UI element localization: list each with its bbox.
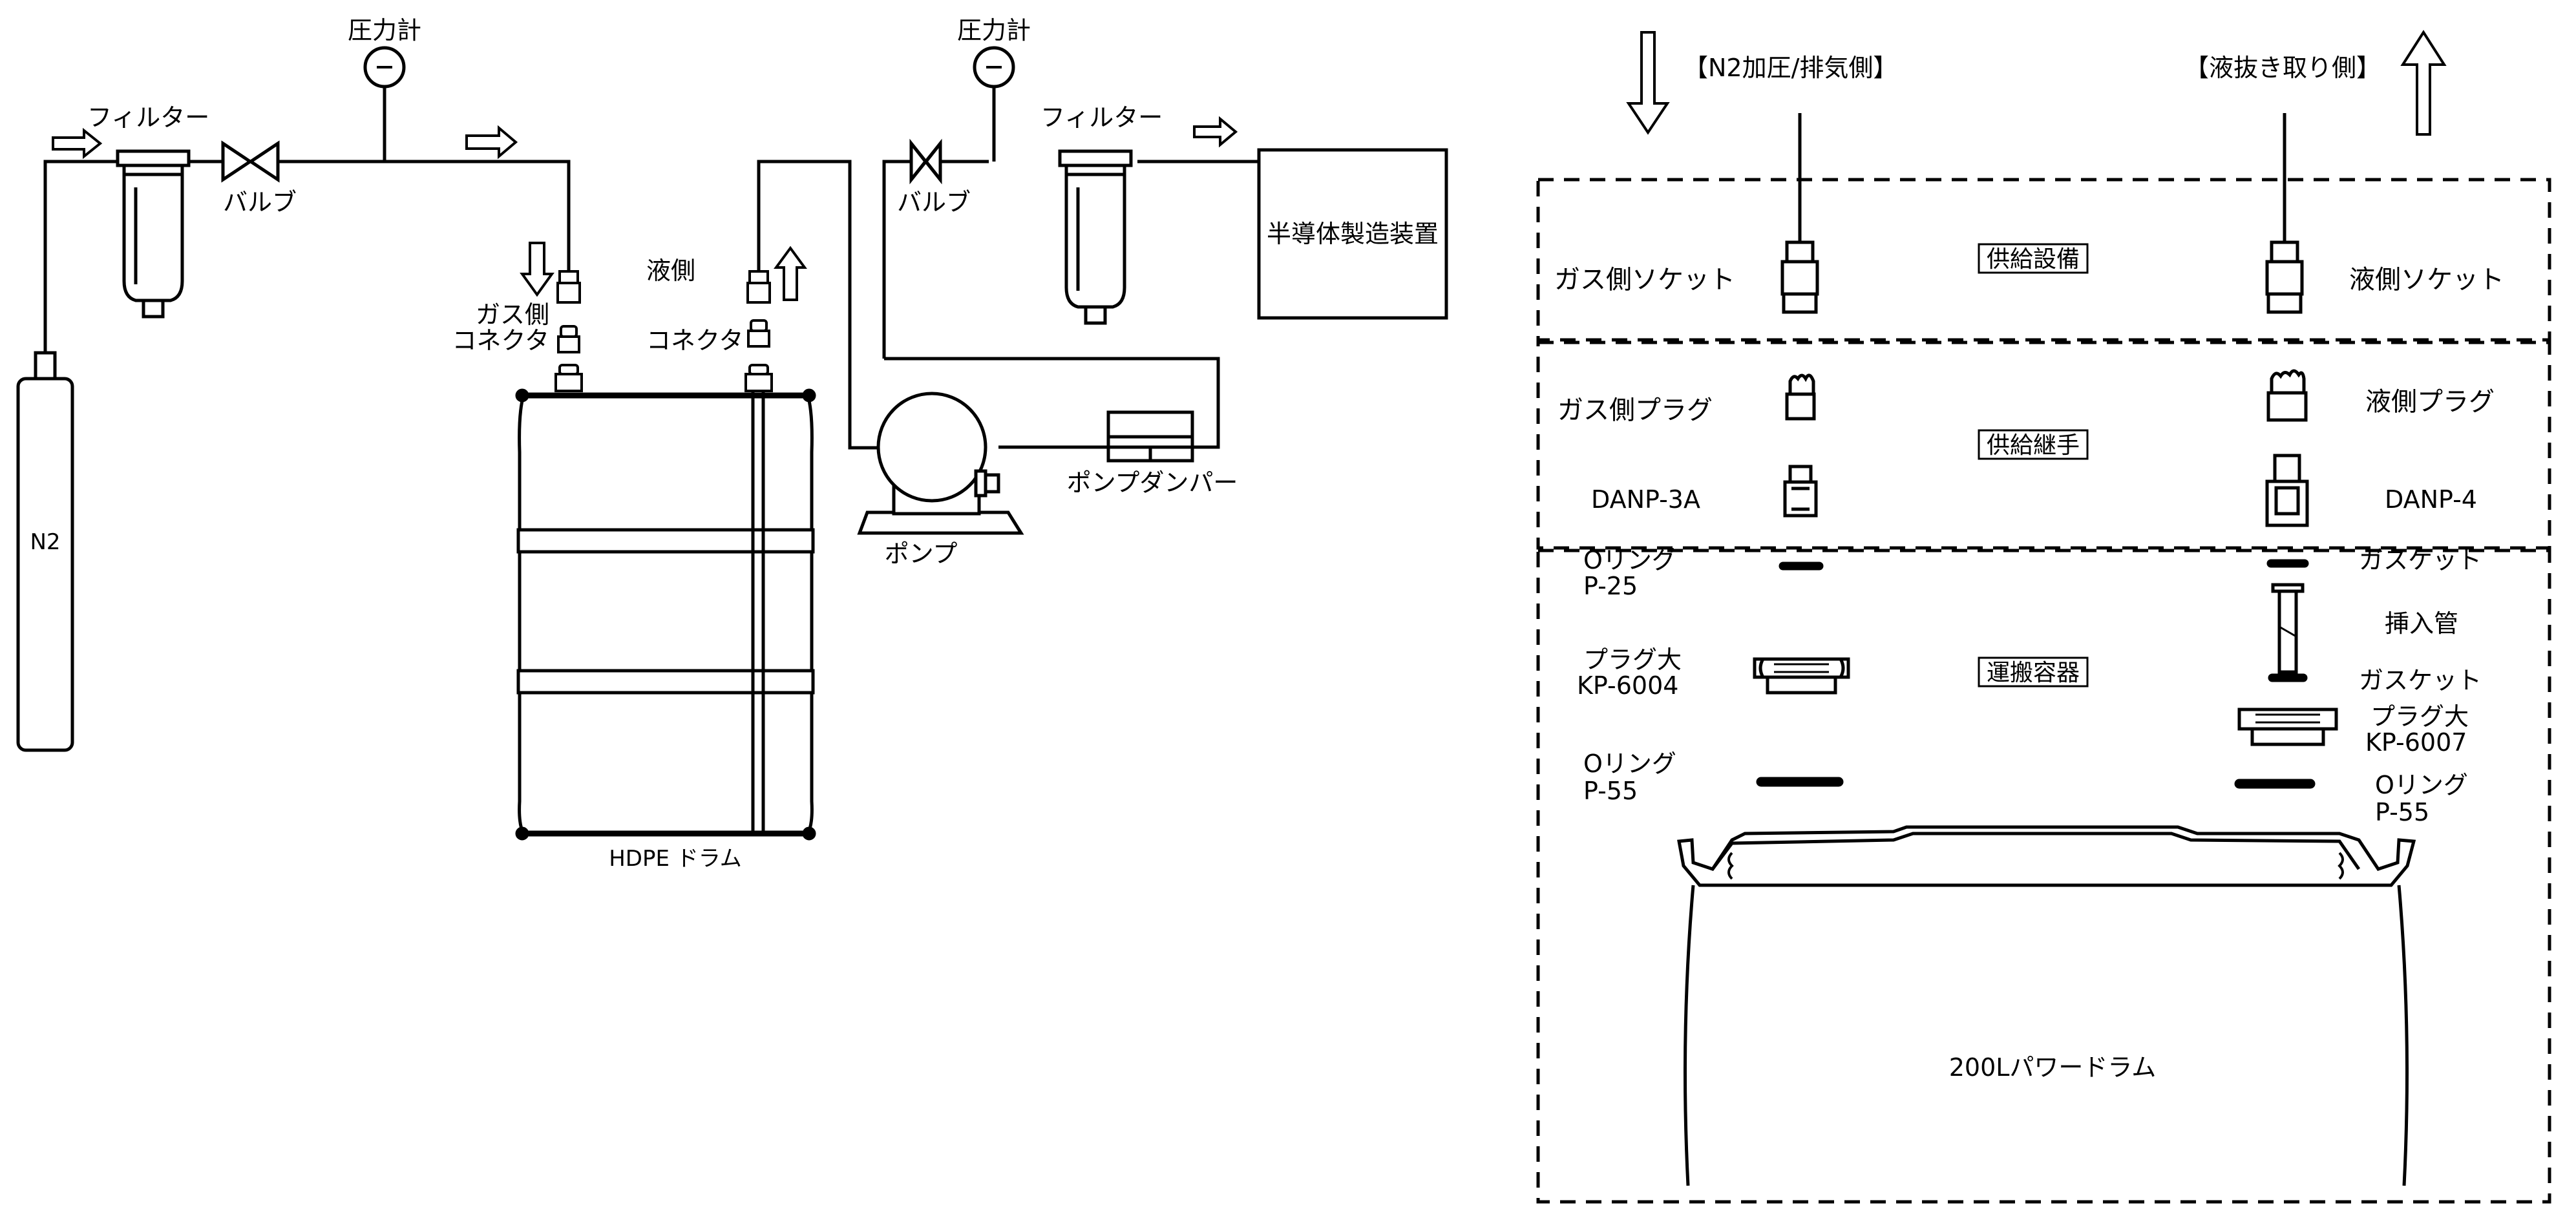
flow-arrow-right-icon — [1193, 116, 1238, 148]
liquid-plug-icon — [2266, 369, 2308, 422]
gasket-top-icon — [2266, 559, 2309, 568]
oring-p25-label-2: P-25 — [1583, 572, 1638, 600]
insert-tube-label: 挿入管 — [2385, 609, 2458, 638]
valve-right-label: バルブ — [897, 188, 971, 216]
valve-right-icon — [909, 138, 942, 185]
danp-4-icon — [2265, 454, 2309, 527]
gas-socket-icon — [1780, 240, 1819, 314]
gasket-top-label: ガスケット — [2359, 546, 2482, 574]
flow-arrow-right-icon — [52, 127, 103, 160]
section-title-box-2 — [1978, 429, 2089, 460]
danp-4-label: DANP-4 — [2385, 485, 2477, 514]
oring-p55-right-label-1: Oリング — [2375, 771, 2468, 799]
liquid-connector-label-1: 液側 — [646, 257, 695, 285]
flow-arrow-up-icon — [774, 246, 807, 301]
pump-damper-label: ポンプダンパー — [1067, 468, 1238, 497]
pressure-gauge-right-icon — [973, 46, 1015, 89]
semiconductor-equipment-box — [1257, 148, 1448, 320]
plug-kp6007-icon — [2237, 708, 2338, 746]
n2-cylinder — [16, 351, 74, 752]
hdpe-drum-icon — [515, 388, 816, 841]
liquid-connector-icon — [744, 270, 773, 392]
pump-label: ポンプ — [885, 540, 958, 568]
plug-kp6004-label-2: KP-6004 — [1577, 671, 1678, 700]
pump-damper-icon — [1106, 410, 1194, 463]
liquid-supply-pipe — [757, 87, 1259, 450]
section-supply-equipment-frame — [1536, 178, 2551, 342]
danp-3a-label: DANP-3A — [1591, 485, 1700, 514]
pressure-gauge-left-icon — [363, 46, 406, 89]
plug-kp6007-label-1: プラグ大 — [2370, 702, 2469, 731]
section-title-supply-joint: 供給継手 — [1987, 432, 2080, 459]
liquid-socket-label: 液側ソケット — [2349, 265, 2504, 295]
pump-icon — [857, 392, 1024, 535]
oring-p55-left-icon — [1756, 777, 1844, 787]
oring-p25-icon — [1779, 562, 1824, 571]
liquid-connector-label-2: コネクタ — [646, 326, 743, 355]
flow-arrow-down-icon — [520, 242, 554, 297]
power-drum-200l-label: 200Lパワードラム — [1949, 1053, 2157, 1082]
header-gas-side: 【N2加圧/排気側】 — [1684, 54, 1897, 82]
plug-kp6004-label-1: プラグ大 — [1583, 645, 1682, 674]
hdpe-drum-label: HDPE ドラム — [609, 846, 742, 872]
section-supply-joint-frame — [1536, 341, 2551, 550]
danp-3a-icon — [1783, 465, 1818, 518]
section-title-transport-container: 運搬容器 — [1987, 660, 2080, 686]
oring-p55-left-label-2: P-55 — [1583, 777, 1638, 805]
arrow-down-icon — [1626, 31, 1670, 135]
n2-label: N2 — [30, 529, 60, 555]
section-title-supply-equipment: 供給設備 — [1987, 246, 2080, 273]
filter-left-icon — [116, 149, 191, 319]
section-title-box-3 — [1978, 656, 2089, 687]
header-liquid-side: 【液抜き取り側】 — [2184, 54, 2381, 82]
n2-supply-pipe — [43, 87, 571, 353]
insert-tube-icon — [2271, 583, 2305, 674]
oring-p55-left-label-1: Oリング — [1583, 750, 1676, 778]
gas-plug-icon — [1785, 373, 1816, 421]
gas-connector-label-1: ガス側 — [476, 300, 549, 329]
power-drum-200l-icon — [1677, 825, 2416, 1186]
section-transport-container-frame — [1536, 549, 2551, 1204]
pressure-gauge-right-label: 圧力計 — [957, 16, 1031, 45]
gasket-bottom-icon — [2268, 673, 2308, 682]
plug-kp6007-label-2: KP-6007 — [2365, 728, 2467, 757]
oring-p55-right-icon — [2234, 779, 2316, 789]
section-title-box-1 — [1978, 243, 2089, 274]
liquid-socket-icon — [2265, 240, 2304, 314]
liquid-plug-label: 液側プラグ — [2365, 387, 2495, 417]
equipment-label: 半導体製造装置 — [1267, 220, 1439, 248]
valve-left-icon — [221, 140, 280, 183]
plug-kp6004-icon — [1753, 657, 1850, 695]
gas-socket-label: ガス側ソケット — [1554, 265, 1735, 295]
gas-connector-label-2: コネクタ — [452, 326, 549, 355]
flow-arrow-right-icon — [465, 125, 518, 160]
filter-left-label: フィルター — [87, 103, 209, 132]
filter-right-icon — [1058, 149, 1133, 325]
gas-plug-label: ガス側プラグ — [1557, 395, 1713, 425]
oring-p25-label-1: Oリング — [1583, 546, 1676, 574]
gas-connector-icon — [554, 270, 583, 392]
filter-right-label: フィルター — [1040, 103, 1163, 132]
oring-p55-right-label-2: P-55 — [2375, 798, 2429, 826]
valve-left-label: バルブ — [223, 188, 297, 216]
pressure-gauge-left-label: 圧力計 — [348, 16, 421, 45]
arrow-up-icon — [2400, 30, 2447, 136]
gasket-bottom-label: ガスケット — [2359, 666, 2482, 695]
